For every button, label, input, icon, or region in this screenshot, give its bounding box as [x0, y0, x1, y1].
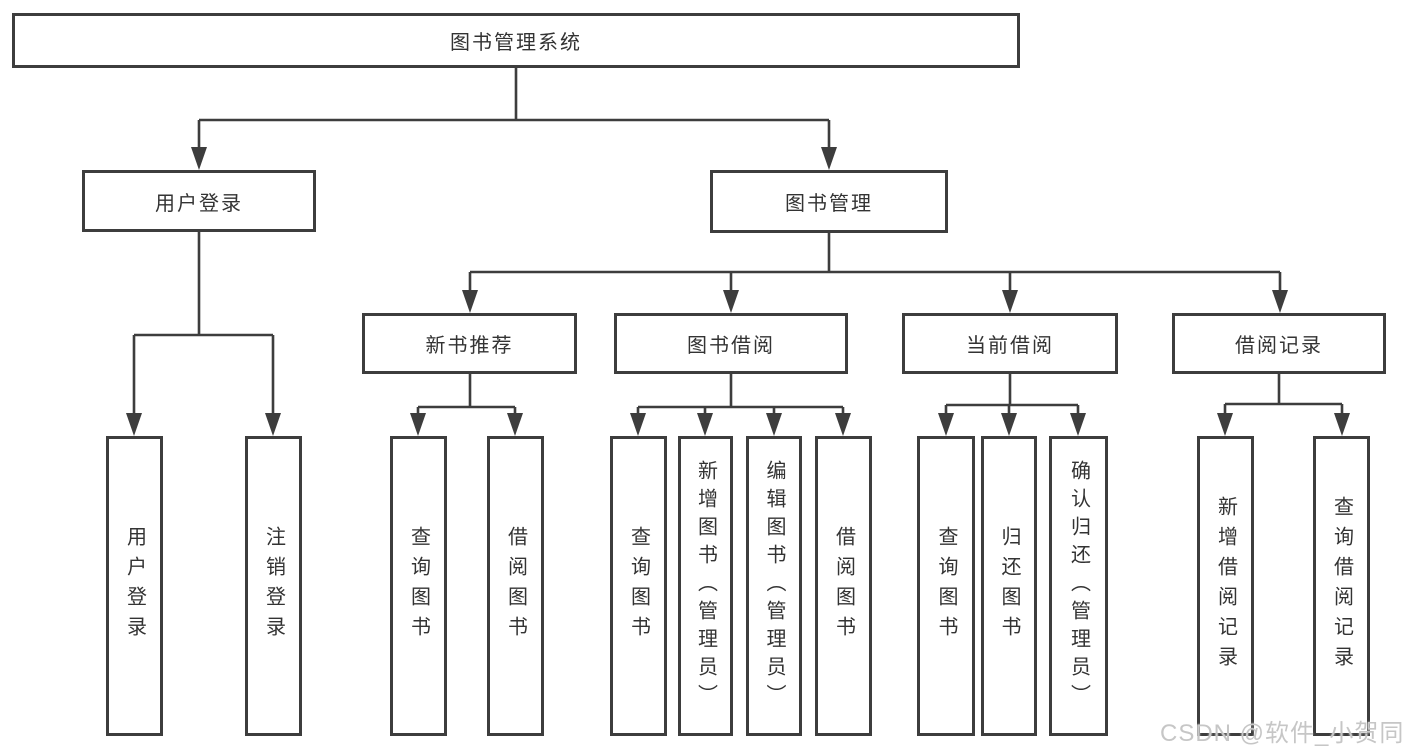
leaf-label: 编辑图书（管理员） — [763, 460, 785, 712]
leaf-label: 借阅图书 — [832, 526, 855, 646]
node-label: 图书借阅 — [687, 335, 775, 357]
leaf-label: 用户登录 — [123, 526, 146, 646]
node-book-management: 图书管理 — [710, 170, 948, 233]
node-label: 图书管理 — [785, 193, 873, 215]
node-label: 当前借阅 — [966, 335, 1054, 357]
leaf-logout: 注销登录 — [245, 436, 302, 736]
leaf-return-books: 归还图书 — [981, 436, 1037, 736]
leaf-query-books-current: 查询图书 — [917, 436, 975, 736]
leaf-label: 查询图书 — [935, 526, 957, 646]
leaf-query-books-recommend: 查询图书 — [390, 436, 447, 736]
leaf-label: 归还图书 — [998, 526, 1020, 646]
node-new-book-recommend: 新书推荐 — [362, 313, 577, 374]
node-label: 新书推荐 — [425, 335, 514, 357]
leaf-label: 查询借阅记录 — [1330, 496, 1353, 676]
node-user-login: 用户登录 — [82, 170, 316, 232]
node-label: 图书管理系统 — [450, 32, 582, 54]
leaf-query-books-borrow: 查询图书 — [610, 436, 667, 736]
node-library-management-system: 图书管理系统 — [12, 13, 1020, 68]
node-current-borrowing: 当前借阅 — [902, 313, 1118, 374]
leaf-borrow-books: 借阅图书 — [815, 436, 872, 736]
leaf-add-borrow-record: 新增借阅记录 — [1197, 436, 1254, 736]
leaf-label: 查询图书 — [407, 526, 430, 646]
leaf-user-login: 用户登录 — [106, 436, 163, 736]
leaf-query-borrow-record: 查询借阅记录 — [1313, 436, 1370, 736]
leaf-label: 查询图书 — [627, 526, 650, 646]
leaf-confirm-return-admin: 确认归还（管理员） — [1049, 436, 1108, 736]
node-borrowing-records: 借阅记录 — [1172, 313, 1386, 374]
leaf-label: 新增图书（管理员） — [694, 460, 717, 712]
leaf-add-books-admin: 新增图书（管理员） — [678, 436, 733, 736]
leaf-label: 注销登录 — [262, 526, 285, 646]
node-book-borrowing: 图书借阅 — [614, 313, 848, 374]
node-label: 借阅记录 — [1235, 335, 1323, 357]
csdn-watermark: CSDN @软件_小贺同学 — [1160, 720, 1405, 747]
leaf-label: 新增借阅记录 — [1214, 496, 1237, 676]
leaf-borrow-books-recommend: 借阅图书 — [487, 436, 544, 736]
leaf-edit-books-admin: 编辑图书（管理员） — [746, 436, 802, 736]
node-label: 用户登录 — [155, 192, 243, 215]
leaf-label: 借阅图书 — [504, 526, 527, 646]
leaf-label: 确认归还（管理员） — [1067, 460, 1090, 712]
